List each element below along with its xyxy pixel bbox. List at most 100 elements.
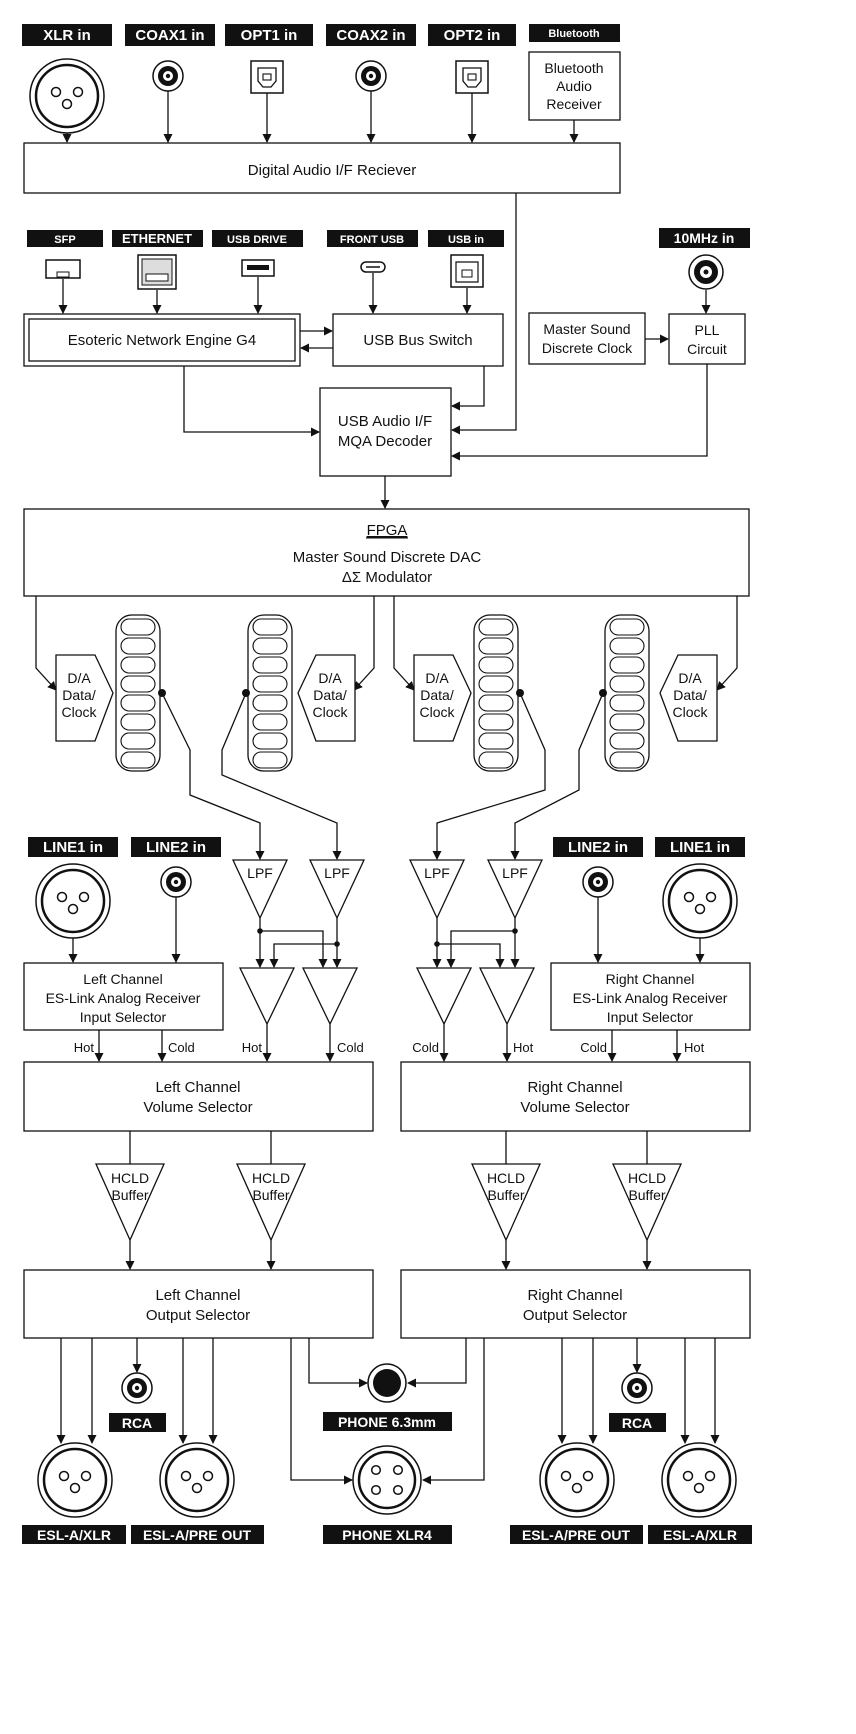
left-volume-line2: Volume Selector (143, 1099, 252, 1116)
coax2-in-label: COAX2 in (336, 27, 405, 44)
xlr-connector-icon (28, 57, 106, 135)
amp-triangle-4 (479, 967, 535, 1025)
front-usb-input: FRONT USB (327, 230, 418, 273)
network-engine-label: Esoteric Network Engine G4 (68, 332, 256, 349)
opt1-in-label: OPT1 in (241, 27, 298, 44)
right-line2-input: LINE2 in (553, 837, 643, 898)
usb-audio-feed-lines (183, 193, 708, 461)
opt2-in-label: OPT2 in (444, 27, 501, 44)
coax1-in-label: COAX1 in (135, 27, 204, 44)
da4-line2: Data/ (673, 687, 707, 703)
front-usb-label: FRONT USB (340, 234, 404, 246)
right-line1-input: LINE1 in (655, 837, 745, 940)
left-line2-input: LINE2 in (131, 837, 221, 898)
lpf1-label: LPF (247, 865, 273, 881)
coax-jack-icon (152, 60, 184, 92)
hcld2-line2: Buffer (252, 1187, 289, 1203)
network-arrows (58, 273, 711, 314)
hcld2-line1: HCLD (252, 1170, 290, 1186)
bt-receiver-line3: Receiver (546, 96, 602, 112)
right-output-line1: Right Channel (527, 1287, 622, 1304)
dac-chip-stack-icon (247, 614, 293, 772)
rca-jack-icon (582, 866, 614, 898)
left-recv-cold-label: Cold (168, 1040, 195, 1055)
bluetooth-label: Bluetooth (548, 28, 600, 40)
left-receiver-line2: ES-Link Analog Receiver (46, 990, 201, 1006)
lpf2-label: LPF (324, 865, 350, 881)
amp4-hot-label: Hot (513, 1040, 534, 1055)
bt-receiver-line1: Bluetooth (544, 60, 603, 76)
hcld1-line1: HCLD (111, 1170, 149, 1186)
da4-line3: Clock (672, 704, 708, 720)
xlr-connector-icon (661, 862, 739, 940)
rca-jack-icon (121, 1372, 153, 1404)
xlr-connector-icon (158, 1441, 236, 1519)
right-receiver-line1: Right Channel (606, 971, 695, 987)
usb-in-input: USB in (428, 230, 504, 288)
da-block-1: D/A Data/ Clock (55, 614, 166, 772)
right-rca-label: RCA (622, 1415, 652, 1431)
right-receiver-line2: ES-Link Analog Receiver (573, 990, 728, 1006)
fpga-title: FPGA (367, 522, 408, 539)
right-volume-line1: Right Channel (527, 1079, 622, 1096)
da3-line2: Data/ (420, 687, 454, 703)
phone-63-output: PHONE 6.3mm (323, 1363, 452, 1431)
left-recv-hot-label: Hot (74, 1040, 95, 1055)
right-recv-cold-label: Cold (580, 1040, 607, 1055)
da2-line3: Clock (312, 704, 348, 720)
ethernet-label: ETHERNET (122, 231, 192, 246)
left-esl-xlr-output: ESL-A/XLR (22, 1441, 126, 1544)
xlr4-connector-icon (352, 1445, 422, 1515)
amp-output-arrows (262, 1024, 512, 1062)
lpf3-label: LPF (424, 865, 450, 881)
amp1-hot-label: Hot (242, 1040, 263, 1055)
fpga-to-da-lines (35, 596, 738, 691)
master-clock-line1: Master Sound (543, 321, 630, 337)
hcld-buffer-3: HCLD Buffer (471, 1163, 541, 1241)
left-rca-output: RCA (109, 1372, 166, 1432)
left-esl-xlr-label: ESL-A/XLR (37, 1527, 111, 1543)
master-clock-line2: Discrete Clock (542, 340, 633, 356)
usb-audio-line2: MQA Decoder (338, 433, 432, 450)
amp-triangle-3 (416, 967, 472, 1025)
dac-chip-stack-icon (604, 614, 650, 772)
lpf-to-amp-lines (255, 918, 520, 968)
da1-line3: Clock (61, 704, 97, 720)
lpf-2: LPF (309, 859, 365, 919)
analog-input-arrows (68, 897, 705, 963)
lpf-3: LPF (409, 859, 465, 919)
left-receiver-line1: Left Channel (83, 971, 162, 987)
da4-line1: D/A (678, 670, 702, 686)
da2-line1: D/A (318, 670, 342, 686)
hcld4-line2: Buffer (628, 1187, 665, 1203)
dac-chip-stack-icon (115, 614, 161, 772)
digital-receiver-box: Digital Audio I/F Reciever (23, 142, 621, 194)
volume-to-buffer-lines (129, 1131, 648, 1164)
da-block-2: D/A Data/ Clock (242, 614, 356, 772)
usb-switch-box: USB Bus Switch (332, 313, 504, 367)
hcld-buffer-2: HCLD Buffer (236, 1163, 306, 1241)
usb-drive-label: USB DRIVE (227, 234, 287, 246)
sfp-input: SFP (27, 230, 103, 279)
left-line1-label: LINE1 in (43, 839, 103, 856)
usb-audio-box: USB Audio I/F MQA Decoder (319, 387, 452, 477)
buffer-to-output-arrows (125, 1240, 652, 1270)
fpga-line2: ΔΣ Modulator (342, 569, 432, 586)
rca-jack-icon (160, 866, 192, 898)
right-receiver-box: Right Channel ES-Link Analog Receiver In… (550, 962, 751, 1031)
right-volume-line2: Volume Selector (520, 1099, 629, 1116)
pll-box: PLL Circuit (668, 313, 746, 365)
xlr-in-label: XLR in (43, 27, 91, 44)
left-volume-box: Left Channel Volume Selector (23, 1061, 374, 1132)
left-receiver-line3: Input Selector (80, 1009, 167, 1025)
fpga-line1: Master Sound Discrete DAC (293, 549, 482, 566)
da3-line1: D/A (425, 670, 449, 686)
left-output-line1: Left Channel (155, 1287, 240, 1304)
tenmhz-input: 10MHz in (659, 228, 750, 290)
dac-to-lpf-lines (161, 692, 604, 860)
xlr-connector-icon (660, 1441, 738, 1519)
right-esl-pre-label: ESL-A/PRE OUT (522, 1527, 631, 1543)
hcld3-line2: Buffer (487, 1187, 524, 1203)
fpga-box: FPGA Master Sound Discrete DAC ΔΣ Modula… (23, 508, 750, 597)
coax-jack-icon (355, 60, 387, 92)
